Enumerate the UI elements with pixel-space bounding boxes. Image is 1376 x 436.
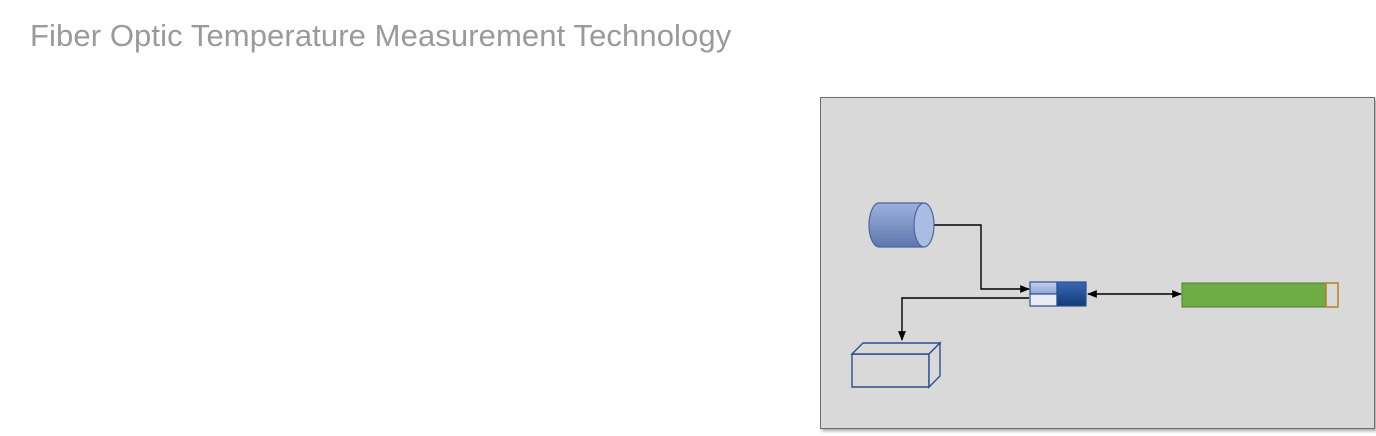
laser-source-cylinder-icon (868, 202, 935, 248)
connector-coupler-to-detector (898, 297, 1029, 341)
diagram-canvas (850, 202, 1339, 389)
optical-coupler-icon (1029, 281, 1087, 307)
diagram-panel (820, 97, 1375, 429)
slide-title: Fiber Optic Temperature Measurement Tech… (30, 18, 732, 53)
sensing-fiber-icon (1181, 282, 1339, 308)
detector-box-icon (850, 341, 942, 389)
connector-laser-to-coupler (933, 224, 1030, 293)
